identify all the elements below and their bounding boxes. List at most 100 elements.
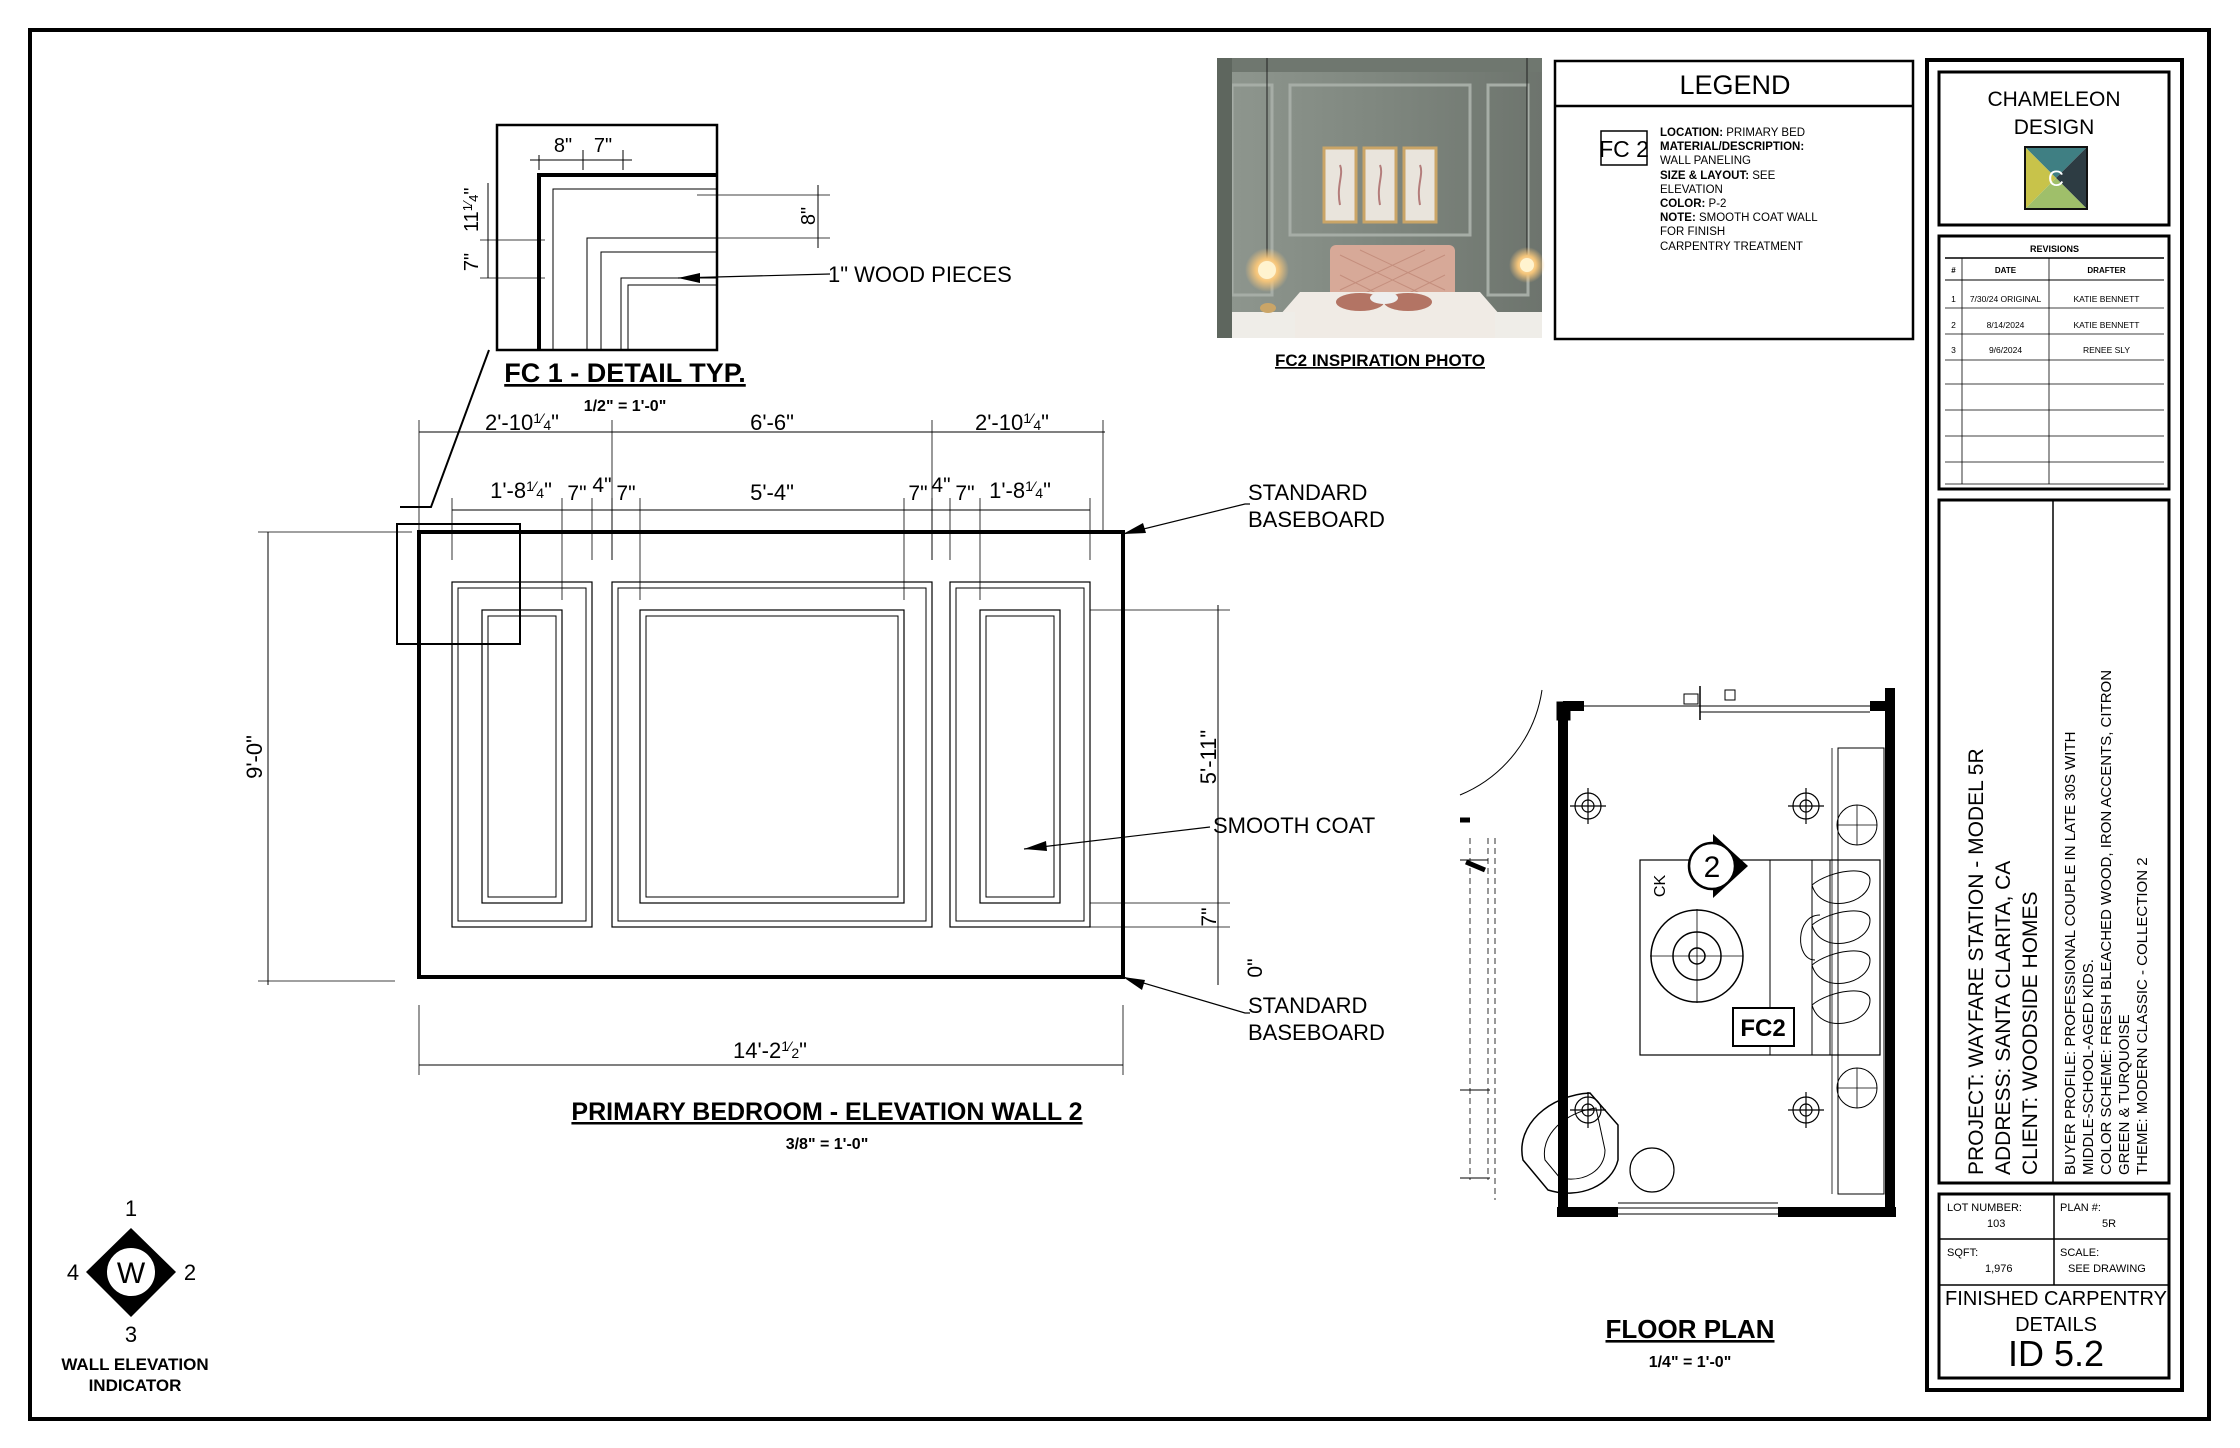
legend-line: COLOR: P-2 — [1660, 198, 1727, 211]
legend-tag-box — [1600, 130, 1648, 166]
photo-caption: FC2 INSPIRATION PHOTO — [1275, 351, 1485, 370]
sqft-cell: SQFT: 1,976 — [1947, 1245, 2052, 1277]
wall-elevation-indicator — [86, 1228, 176, 1317]
fc2-tag: FC2 — [1740, 1015, 1785, 1042]
profile-line-5: THEME: MODERN CLASSIC - COLLECTION 2 — [2134, 857, 2151, 1175]
fc1-dim-7: 7" — [594, 135, 612, 157]
elev-dim-mid-7: 4" — [931, 474, 950, 497]
legend-line: LOCATION: PRIMARY BED — [1660, 127, 1806, 139]
fc1-scale: 1/2" = 1'-0" — [584, 398, 667, 415]
legend-line: NOTE: SMOOTH COAT WALL — [1660, 212, 1818, 225]
legend-box — [1553, 59, 1915, 341]
floorplan-scale: 1/4" = 1'-0" — [1649, 1354, 1732, 1371]
rev-row-2-date: 8/14/2024 — [1986, 320, 2025, 330]
elev-dim-mid-9: 1'-81⁄4" — [989, 478, 1051, 503]
fc1-dim-8v: 8" — [798, 207, 820, 225]
legend-line: FOR FINISH — [1660, 226, 1726, 239]
elev-dim-mid-4: 7" — [616, 482, 635, 505]
project-line-1: PROJECT: WAYFARE STATION - MODEL 5R — [1965, 748, 1988, 1175]
rev-header-num: # — [1951, 266, 1956, 275]
plan-label: PLAN #: — [2060, 1202, 2101, 1214]
detail-callout-leader — [400, 349, 490, 508]
elev-dim-mid-1: 1'-81⁄4" — [490, 478, 552, 503]
rev-row-1-num: 1 — [1951, 294, 1956, 304]
indicator-2: 2 — [184, 1260, 196, 1285]
fc1-dim-7v: 7" — [461, 253, 483, 271]
elevation-title: PRIMARY BEDROOM - ELEVATION WALL 2 — [571, 1098, 1082, 1126]
elevation-tag-number: 2 — [1704, 851, 1721, 884]
revisions-title: REVISIONS — [2029, 244, 2079, 254]
elev-dim-bottom-0: 0" — [1244, 958, 1267, 977]
elevation-scale: 3/8" = 1'-0" — [786, 1136, 869, 1153]
legend-line: SIZE & LAYOUT: SEE — [1660, 169, 1776, 182]
inspiration-photo — [1217, 58, 1545, 338]
rev-header-date: DATE — [1994, 266, 2017, 275]
elev-dim-top-center: 6'-6" — [750, 410, 794, 435]
rev-row-3-drafter: RENEE SLY — [2082, 345, 2131, 355]
lot-number-cell: LOT NUMBER: 103 — [1947, 1200, 2052, 1232]
sheet-title: FINISHED CARPENTRY DETAILS — [1944, 1286, 2168, 1338]
scale-cell: SCALE: SEE DRAWING — [2060, 1245, 2165, 1277]
scale-label: SCALE: — [2060, 1247, 2100, 1259]
chameleon-logo — [2024, 146, 2088, 210]
elev-dim-mid-5: 5'-4" — [750, 480, 794, 505]
lot-label: LOT NUMBER: — [1947, 1202, 2022, 1214]
indicator-3: 3 — [125, 1322, 137, 1347]
sheet-id: ID 5.2 — [2007, 1333, 2105, 1374]
rev-row-3-num: 3 — [1951, 345, 1956, 355]
elev-dim-top-left: 2'-101⁄4" — [485, 410, 559, 435]
elev-dim-bottom-7: 7" — [1198, 907, 1221, 926]
rev-row-1-date: 7/30/24 ORIGINAL — [1969, 294, 2042, 304]
fc2-tag-box — [1732, 1007, 1795, 1047]
elevation-drawing — [258, 420, 1250, 1075]
profile-line-4: GREEN & TURQUOISE — [2116, 1014, 2133, 1175]
scale-value: SEE DRAWING — [2068, 1263, 2146, 1275]
elev-dim-mid-3: 4" — [592, 474, 611, 497]
title-block-frames — [1925, 58, 2184, 1392]
label-baseboard-top-1: STANDARD — [1248, 480, 1367, 505]
elevation-tag — [1687, 834, 1748, 898]
logo-letter: C — [2048, 166, 2064, 191]
profile-line-3: COLOR SCHEME: FRESH BLEACHED WOOD, IRON … — [2098, 670, 2115, 1175]
legend-title: LEGEND — [1679, 70, 1791, 100]
lot-value: 103 — [1987, 1218, 2006, 1230]
legend-line: MATERIAL/DESCRIPTION: — [1660, 141, 1805, 154]
label-smooth-coat: SMOOTH COAT — [1213, 813, 1375, 838]
elev-dim-width: 14'-21⁄2" — [733, 1038, 807, 1063]
fc1-title: FC 1 - DETAIL TYP. — [504, 358, 746, 388]
company-line-2: DESIGN — [2013, 116, 2095, 139]
fc1-dim-11v: 111⁄4" — [460, 187, 483, 232]
floor-plan — [1459, 686, 1896, 1217]
profile-line-2: MIDDLE-SCHOOL-AGED KIDS. — [2080, 959, 2097, 1175]
fc1-dim-8: 8" — [554, 135, 572, 157]
company-name: CHAMELEON DESIGN — [1944, 86, 2164, 142]
rev-row-1-drafter: KATIE BENNETT — [2073, 294, 2140, 304]
legend-line: ELEVATION — [1660, 183, 1723, 196]
indicator-label-2: INDICATOR — [89, 1376, 182, 1395]
project-line-2: ADDRESS: SANTA CLARITA, CA — [1992, 861, 2015, 1175]
rev-header-drafter: DRAFTER — [2087, 266, 2126, 275]
label-baseboard-top-2: BASEBOARD — [1248, 507, 1385, 532]
legend-line: WALL PANELING — [1660, 155, 1751, 168]
buyer-profile: BUYER PROFILE: PROFESSIONAL COUPLE IN LA… — [2062, 670, 2151, 1175]
elev-dim-height: 9'-0" — [242, 735, 267, 779]
elev-dim-top-right: 2'-101⁄4" — [975, 410, 1049, 435]
floorplan-title: FLOOR PLAN — [1606, 1314, 1775, 1344]
rev-row-2-num: 2 — [1951, 320, 1956, 330]
indicator-label-1: WALL ELEVATION — [61, 1355, 208, 1374]
indicator-letter: W — [117, 1257, 146, 1290]
project-info: PROJECT: WAYFARE STATION - MODEL 5R ADDR… — [1965, 748, 2042, 1175]
elev-dim-mid-6: 7" — [908, 482, 927, 505]
sqft-label: SQFT: — [1947, 1247, 1979, 1259]
company-line-1: CHAMELEON — [1987, 88, 2121, 111]
legend-tag: FC 2 — [1599, 136, 1649, 162]
indicator-4: 4 — [67, 1260, 79, 1285]
elev-dim-mid-2: 7" — [567, 482, 586, 505]
sheet-title-line-2: DETAILS — [2015, 1314, 2097, 1336]
indicator-1: 1 — [125, 1196, 137, 1221]
project-line-3: CLIENT: WOODSIDE HOMES — [2019, 891, 2042, 1175]
label-baseboard-bottom-2: BASEBOARD — [1248, 1020, 1385, 1045]
legend-line: CARPENTRY TREATMENT — [1660, 240, 1803, 253]
elev-dim-mid-8: 7" — [955, 482, 974, 505]
